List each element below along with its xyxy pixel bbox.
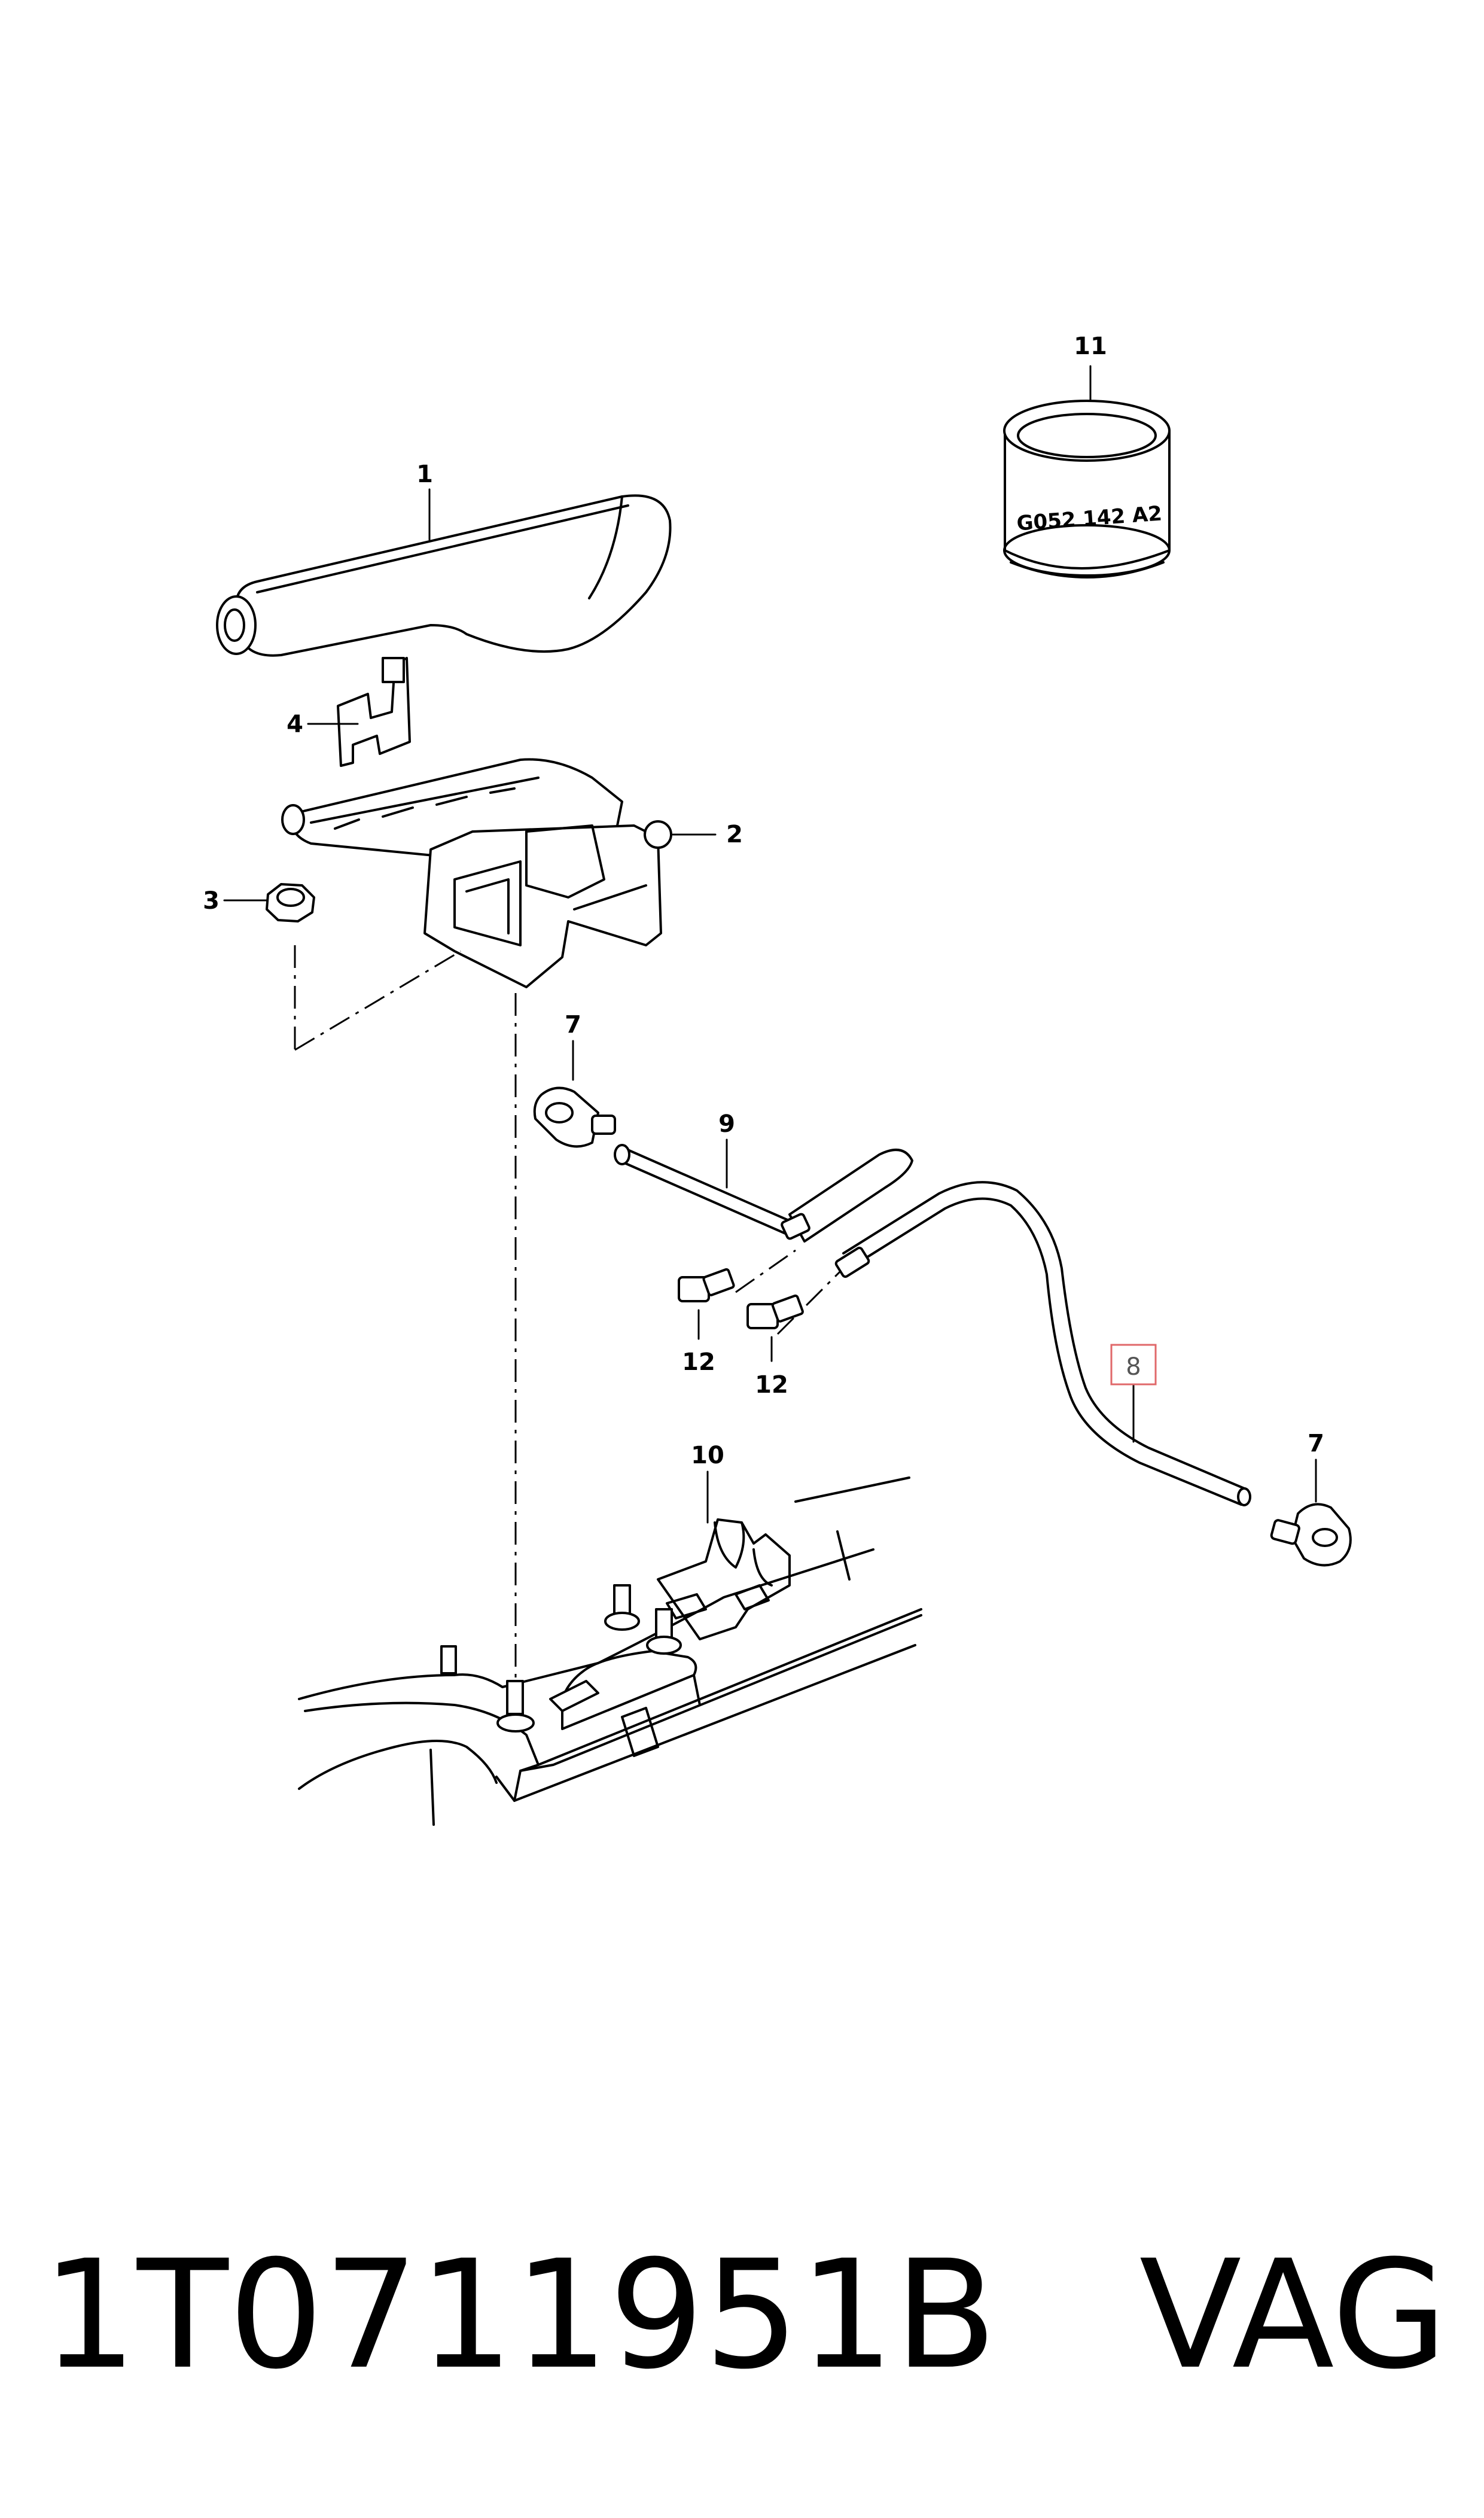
part-number: 1T0711951B	[42, 2228, 997, 2402]
callout-10: 10	[691, 1442, 724, 1469]
part-9-short-cable	[614, 1144, 913, 1243]
part-2-lever-assembly	[281, 758, 672, 988]
part-11-sleeve: G052 142 A2	[1003, 400, 1171, 578]
vehicle-floor-structure	[298, 1476, 922, 1826]
part-7-end-cap-right	[1270, 1503, 1352, 1567]
brand-label: VAG	[1139, 2228, 1448, 2402]
callout-12-right: 12	[755, 1371, 788, 1399]
callout-11: 11	[1074, 333, 1107, 360]
part-8-long-cable	[834, 1181, 1251, 1506]
part-4-clip	[337, 657, 411, 767]
callout-4: 4	[287, 711, 303, 738]
part-12-screw-left	[678, 1268, 735, 1302]
footer: 1T0711951B VAG	[42, 2225, 1448, 2405]
callout-7-left: 7	[565, 1011, 581, 1039]
callout-2: 2	[726, 821, 743, 848]
callout-1: 1	[416, 461, 433, 488]
callout-7-right: 7	[1308, 1430, 1324, 1457]
part-1-handle-grip	[216, 494, 672, 657]
part-10-bracket	[657, 1518, 791, 1640]
callout-8-highlight-box	[1110, 1344, 1157, 1386]
callout-8: 8	[1126, 1353, 1141, 1381]
part-12-screw-right	[746, 1294, 804, 1329]
part-3-nut	[266, 883, 315, 922]
callout-12-left: 12	[682, 1348, 715, 1376]
callout-9: 9	[718, 1110, 735, 1138]
callout-3: 3	[203, 887, 220, 915]
assembly-lines	[294, 945, 845, 1717]
part-7-end-cap-left	[533, 1086, 616, 1148]
